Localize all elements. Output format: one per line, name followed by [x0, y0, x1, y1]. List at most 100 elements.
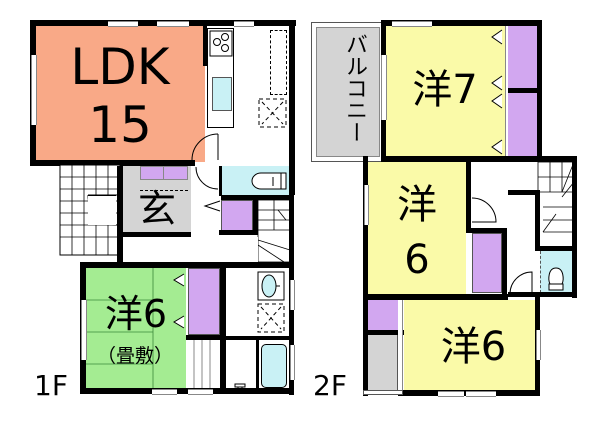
room-washroom: [226, 268, 258, 338]
wall: [363, 294, 508, 300]
stove-icon: [209, 30, 233, 57]
floor-label-2f: 2F: [313, 369, 347, 402]
room-western-6a-label: 洋: [397, 182, 437, 228]
wall: [505, 88, 540, 93]
closet-1f-hall: [221, 200, 253, 232]
porch-door-white: [88, 195, 116, 225]
stair-arrow-icon: [203, 200, 221, 212]
bathtub-icon: [261, 344, 287, 388]
room-western-6b-label: 洋6: [440, 324, 507, 370]
window: [466, 391, 496, 397]
wall: [363, 156, 368, 396]
window: [188, 389, 213, 395]
storage-stripes: [186, 340, 220, 388]
window: [157, 21, 189, 27]
wall: [363, 330, 405, 335]
wall: [508, 190, 538, 195]
room-western-1f-note: （畳敷）: [96, 345, 173, 367]
room-ldk: [32, 22, 205, 162]
closet-1f-room: [188, 268, 220, 335]
window: [364, 185, 369, 225]
closet-door-arrow-icon: [491, 29, 503, 155]
room-western-7-label: 洋7: [412, 67, 478, 113]
window: [381, 55, 387, 120]
wall: [226, 336, 292, 340]
room-western-7: [385, 26, 505, 156]
toilet-icon: [548, 267, 564, 291]
closet-door-arrow-icon: [173, 273, 185, 329]
closet-2f-7a: [508, 26, 537, 88]
closet-door-line: [505, 26, 508, 156]
window: [536, 330, 541, 360]
wall: [535, 190, 540, 250]
window: [31, 55, 37, 125]
wall: [535, 246, 575, 251]
toilet-icon: [251, 172, 287, 190]
room-western-1f: [86, 268, 186, 388]
room-western-6a-size: 6: [404, 237, 430, 283]
wall: [537, 20, 542, 162]
wall: [289, 20, 295, 195]
wall: [117, 166, 123, 266]
window: [81, 300, 87, 360]
room-western-6a: [368, 162, 466, 294]
wall: [30, 160, 195, 166]
wall: [186, 335, 224, 340]
room-ldk-label: LDK: [70, 38, 170, 96]
door-swing-icon: [471, 197, 497, 223]
entrance-step: [140, 181, 188, 191]
hallway-lower: [123, 237, 258, 262]
window: [392, 21, 432, 27]
stairs-1f: [257, 199, 291, 263]
wall: [221, 195, 291, 200]
wall: [572, 156, 577, 298]
stairs-2f: [537, 161, 575, 248]
wall: [466, 228, 506, 233]
wall: [80, 262, 292, 268]
kitchen-sink-icon: [212, 77, 232, 111]
room-entrance-label: 玄: [137, 187, 176, 231]
window: [108, 21, 138, 27]
shoe-closet-divider: [163, 166, 164, 180]
wall: [220, 262, 226, 394]
room-western-1f-label: 洋6: [104, 292, 168, 336]
wall: [203, 26, 207, 66]
door-swing-icon: [195, 166, 219, 190]
window: [234, 21, 254, 27]
room-western-6b: [404, 300, 537, 390]
washbasin-icon: [257, 271, 285, 301]
door-swing-icon: [509, 271, 533, 295]
room-balcony-label: バルコニー: [342, 33, 367, 143]
wall: [219, 230, 255, 235]
wall: [80, 388, 294, 394]
fridge-space: [270, 30, 287, 95]
closet-door-line-2f: [398, 300, 403, 390]
wall: [502, 228, 507, 298]
floor-label-1f: 1F: [34, 369, 68, 402]
wall: [253, 200, 258, 235]
wall: [219, 166, 222, 196]
appliance-space-icon: [258, 98, 287, 128]
wall: [466, 162, 471, 232]
wall: [123, 232, 191, 237]
window: [438, 391, 464, 397]
window: [152, 389, 177, 395]
washer-space-icon: [257, 303, 285, 333]
closet-2f-6b: [368, 300, 398, 330]
wall: [381, 20, 542, 26]
shoe-closet: [140, 166, 188, 180]
closet-2f-7b: [508, 93, 537, 156]
room-balcony-floor: [316, 27, 380, 157]
closet-2f-6a: [472, 233, 502, 293]
storage-bottom-edge: [363, 390, 403, 395]
wall: [381, 156, 577, 162]
tatami-lines: [86, 268, 154, 388]
room-ldk-size: 15: [88, 96, 152, 154]
wall: [256, 340, 259, 392]
room-bath-floor: [226, 340, 257, 388]
door-swing-icon: [191, 133, 219, 161]
storage-2f: [368, 335, 398, 390]
window: [290, 345, 295, 380]
wall: [508, 292, 577, 297]
window: [290, 280, 295, 310]
